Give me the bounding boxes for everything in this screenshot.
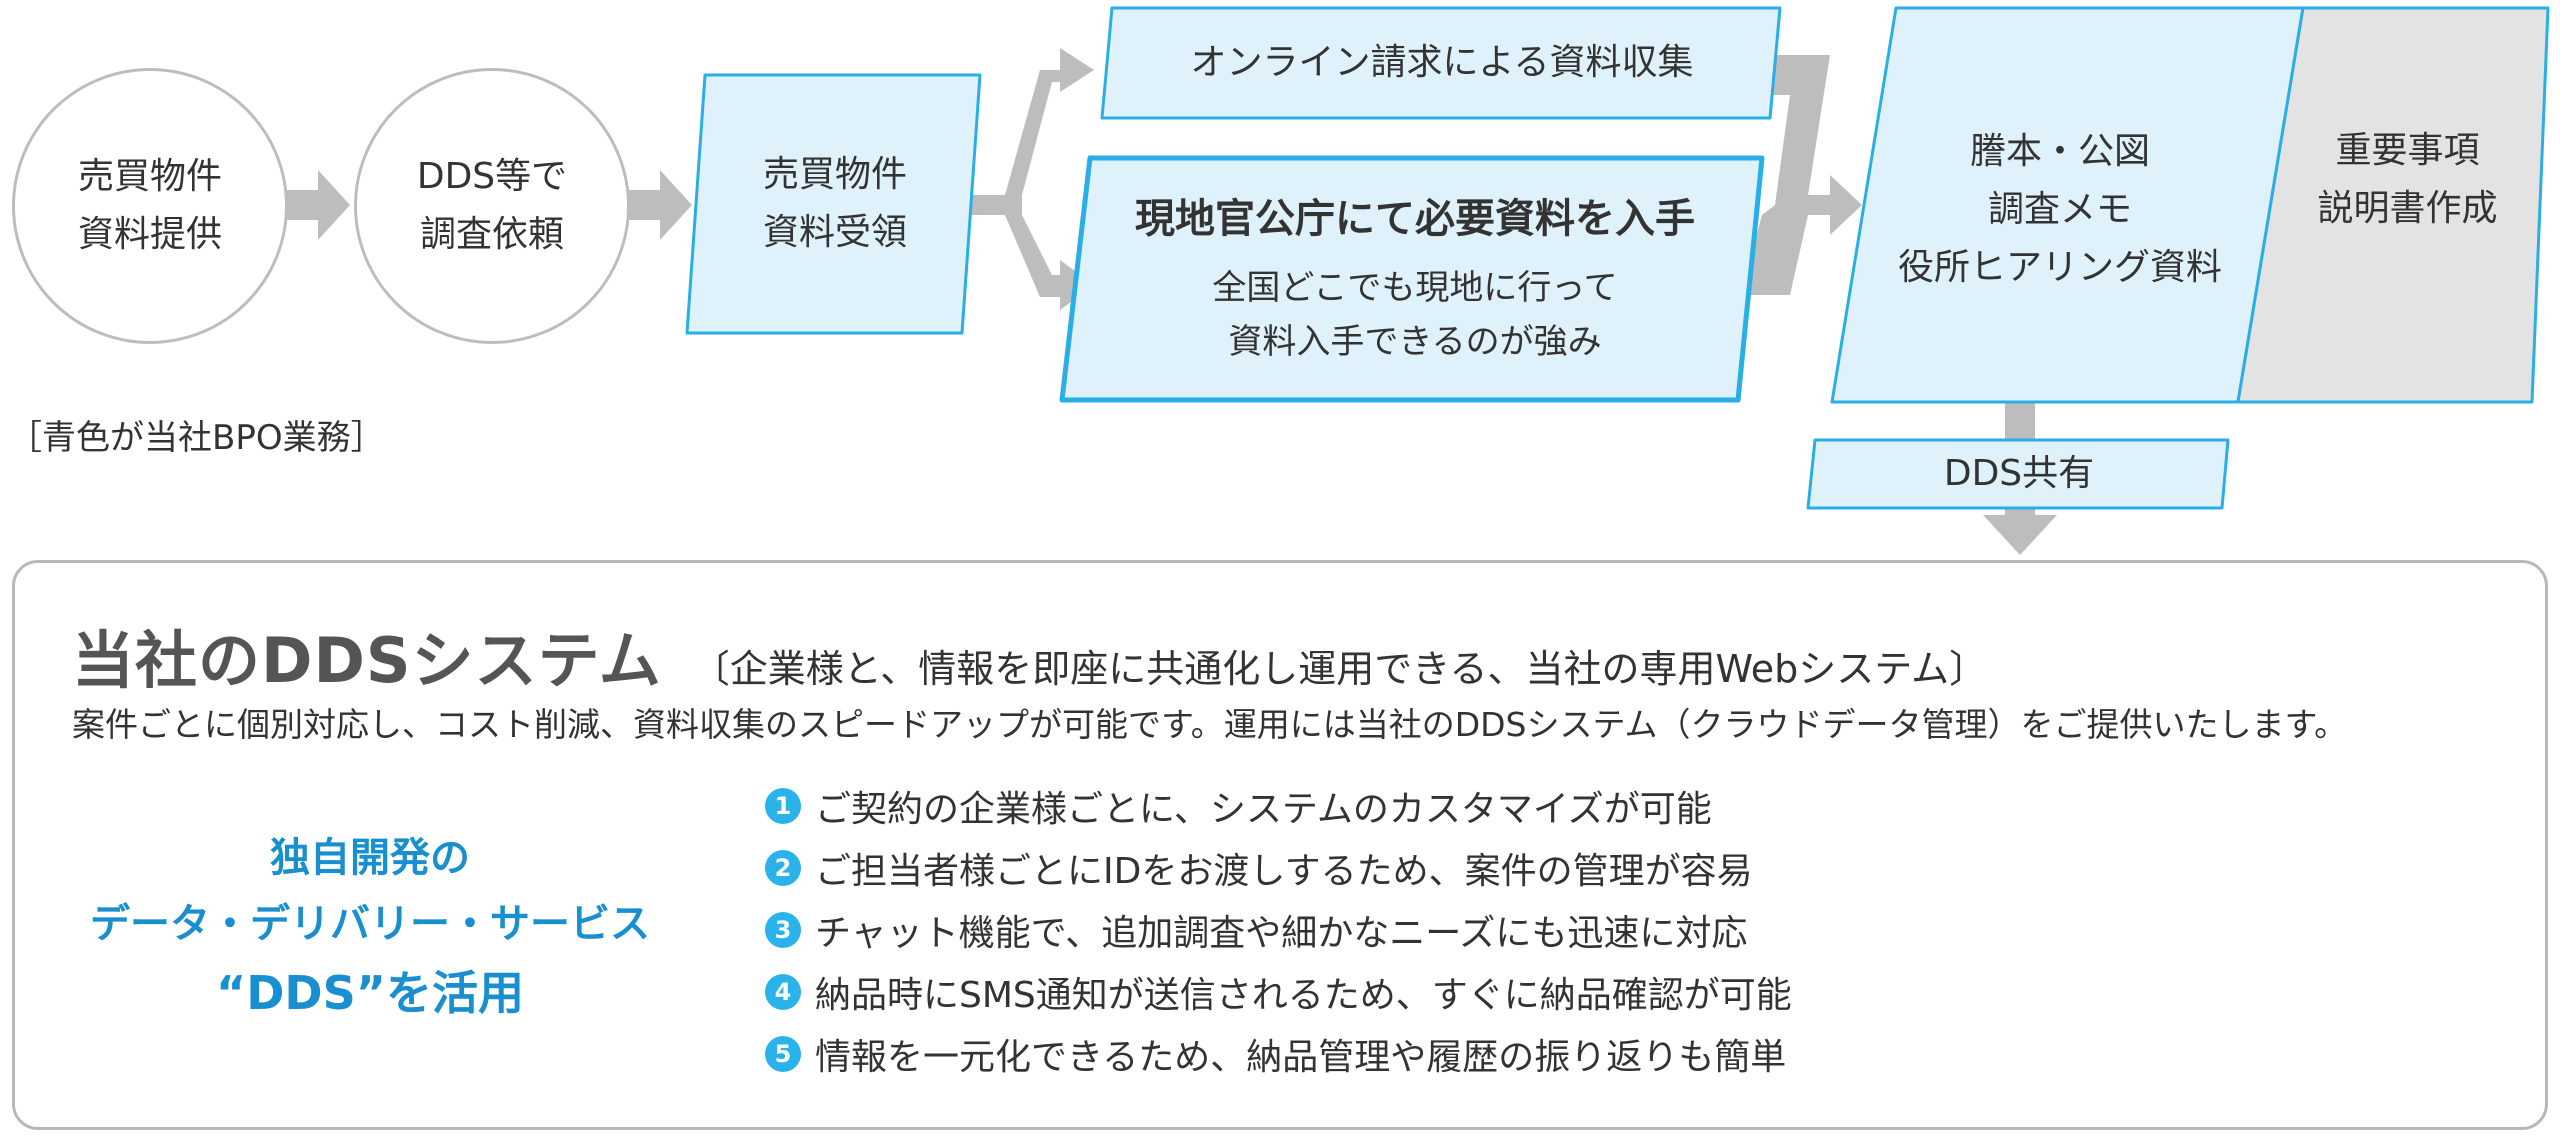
arrow-icon: [618, 170, 692, 240]
online-box: [1100, 6, 1782, 120]
number-badge-icon: 4: [765, 974, 801, 1010]
badge-line1: 独自開発の: [270, 835, 470, 881]
system-panel: [12, 560, 2548, 1130]
feature-item: 4 納品時にSMS通知が送信されるため、すぐに納品確認が可能: [765, 961, 1792, 1023]
number-badge-icon: 3: [765, 912, 801, 948]
step2-circle: DDS等で調査依頼: [354, 68, 630, 344]
docs-box: [1830, 6, 2305, 404]
feature-item: 3 チャット機能で、追加調査や細かなニーズにも迅速に対応: [765, 899, 1792, 961]
number-badge-icon: 1: [765, 788, 801, 824]
system-title: 当社のDDSシステム: [72, 624, 662, 697]
step2-label-line1: DDS等で: [416, 156, 568, 197]
number-badge-icon: 2: [765, 850, 801, 886]
feature-text: ご担当者様ごとにIDをお渡しするため、案件の管理が容易: [815, 851, 1753, 892]
feature-text: 納品時にSMS通知が送信されるため、すぐに納品確認が可能: [815, 975, 1792, 1016]
badge-line3: “DDS”を活用: [216, 966, 524, 1020]
step1-label-line1: 売買物件: [77, 156, 222, 197]
feature-text: チャット機能で、追加調査や細かなニーズにも迅速に対応: [815, 913, 1748, 954]
system-title-row: 当社のDDSシステム 〔企業様と、情報を即座に共通化し運用できる、当社の専用We…: [72, 610, 1987, 700]
feature-text: ご契約の企業様ごとに、システムのカスタマイズが可能: [815, 789, 1712, 830]
system-subtitle: 〔企業様と、情報を即座に共通化し運用できる、当社の専用Webシステム〕: [691, 647, 1988, 691]
dds-badge-label: 独自開発の データ・デリバリー・サービス “DDS”を活用: [70, 782, 670, 1072]
share-box: [1806, 438, 2230, 510]
number-badge-icon: 5: [765, 1036, 801, 1072]
final-box: [2236, 6, 2550, 404]
step1-circle: 売買物件資料提供: [12, 68, 288, 344]
feature-item: 2 ご担当者様ごとにIDをお渡しするため、案件の管理が容易: [765, 837, 1792, 899]
merge-connector-icon: [1740, 55, 1862, 295]
arrow-icon: [276, 170, 350, 240]
feature-text: 情報を一元化できるため、納品管理や履歴の振り返りも簡単: [815, 1037, 1787, 1078]
feature-list: 1 ご契約の企業様ごとに、システムのカスタマイズが可能 2 ご担当者様ごとにID…: [765, 775, 1792, 1085]
feature-item: 1 ご契約の企業様ごとに、システムのカスタマイズが可能: [765, 775, 1792, 837]
system-description: 案件ごとに個別対応し、コスト削減、資料収集のスピードアップが可能です。運用には当…: [72, 705, 2348, 744]
step1-label-line2: 資料提供: [77, 214, 222, 255]
onsite-box: [1059, 155, 1765, 403]
badge-line2: データ・デリバリー・サービス: [90, 901, 650, 947]
feature-item: 5 情報を一元化できるため、納品管理や履歴の振り返りも簡単: [765, 1023, 1792, 1085]
step3-box: [685, 73, 982, 335]
step2-label-line2: 調査依頼: [419, 214, 564, 255]
legend-note: ［青色が当社BPO業務］: [8, 418, 385, 458]
